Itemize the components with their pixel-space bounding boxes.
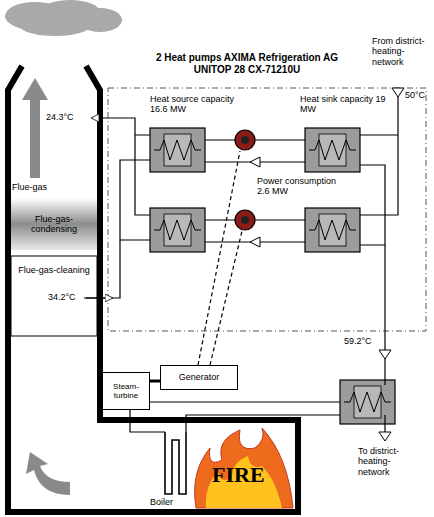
node-text: Flue-gas-cleaning bbox=[18, 265, 90, 275]
temperature: 50°C bbox=[405, 90, 425, 100]
part-label: Boiler bbox=[150, 497, 173, 507]
node-text: Generator bbox=[179, 372, 220, 382]
cleaning-area bbox=[11, 256, 97, 336]
district-heating-pipes bbox=[360, 96, 398, 215]
power-link bbox=[198, 151, 240, 365]
source-pipes bbox=[120, 160, 150, 240]
expansion-valve bbox=[250, 157, 260, 167]
flue-gas-arrow bbox=[22, 78, 48, 178]
heat-pump-region bbox=[108, 88, 426, 331]
exhaust-arrow bbox=[26, 452, 70, 495]
heat-exchanger bbox=[305, 208, 360, 252]
network-label: To district-heating-network bbox=[358, 446, 420, 477]
source-pipes bbox=[135, 135, 150, 215]
heat-exchanger bbox=[150, 208, 205, 252]
district-heating-pipes bbox=[360, 134, 398, 135]
heat-exchanger bbox=[150, 128, 395, 424]
district-heating-pipes bbox=[360, 96, 398, 432]
fire-flame bbox=[195, 428, 293, 508]
chimney-wall bbox=[8, 66, 298, 512]
flow-triangle bbox=[392, 88, 404, 97]
steam-pipes bbox=[150, 401, 340, 402]
power-link bbox=[210, 231, 242, 365]
exhaust-arrow bbox=[26, 452, 70, 495]
capacity-label: Heat source capacity 16.6 MW bbox=[150, 94, 250, 115]
compressor bbox=[235, 130, 255, 230]
smoke-cloud bbox=[5, 0, 122, 36]
compressor bbox=[241, 136, 249, 144]
smoke-cloud bbox=[20, 16, 90, 36]
flow-triangle bbox=[379, 432, 391, 441]
heat-pump-region bbox=[108, 88, 426, 331]
fire-flame bbox=[206, 456, 282, 508]
compressor bbox=[235, 130, 255, 150]
diagram-title: 2 Heat pumps AXIMA Refrigeration AG UNIT… bbox=[138, 52, 356, 75]
power-label: Power consumption 2.6 MW bbox=[257, 176, 343, 197]
temperature: 59.2°C bbox=[344, 336, 372, 346]
boiler-coil bbox=[165, 432, 186, 494]
boiler-coil bbox=[165, 432, 186, 494]
source-pipes bbox=[84, 118, 150, 298]
heat-exchanger bbox=[305, 128, 360, 172]
chimney-wall bbox=[8, 66, 298, 512]
district-heating-pipes bbox=[384, 415, 385, 432]
temperature: 34.2°C bbox=[48, 292, 76, 302]
source-pipes bbox=[92, 118, 135, 135]
source-pipes bbox=[86, 297, 112, 298]
district-heating-pipes bbox=[384, 358, 385, 385]
network-label: From district-heating-network bbox=[372, 36, 432, 67]
district-heating-pipes bbox=[360, 165, 385, 245]
generator-box: Generator bbox=[160, 365, 238, 390]
condensing-band-fill bbox=[11, 198, 97, 250]
condensing-band: Flue-gas-condensing bbox=[11, 198, 97, 250]
fire-flame bbox=[195, 428, 293, 508]
flow-label: Flue-gas bbox=[12, 182, 47, 192]
heat-exchanger bbox=[340, 380, 395, 424]
heat-pump-pipes bbox=[205, 140, 305, 242]
shaft-connector bbox=[150, 380, 160, 383]
node-text: Flue-gas-condensing bbox=[13, 214, 95, 235]
expansion-valve bbox=[250, 237, 260, 247]
temperature: 24.3°C bbox=[46, 112, 74, 122]
node-text: Steam-turbine bbox=[105, 382, 147, 400]
flue-gas-arrow bbox=[22, 78, 48, 178]
heat-exchanger bbox=[150, 128, 205, 172]
cleaning-box: Flue-gas-cleaning bbox=[11, 256, 97, 284]
expansion-valve bbox=[250, 157, 260, 247]
cleaning-area bbox=[11, 256, 97, 336]
compressor bbox=[235, 210, 255, 230]
condensing-band-fill bbox=[11, 198, 97, 250]
compressor bbox=[241, 216, 249, 224]
steam-pipes bbox=[130, 402, 340, 432]
turbine-box: Steam-turbine bbox=[102, 372, 150, 410]
flow-triangle bbox=[379, 350, 391, 359]
power-link bbox=[198, 151, 242, 365]
flow-triangle bbox=[379, 88, 404, 441]
capacity-label: Heat sink capacity 19 MW bbox=[300, 94, 400, 115]
steam-pipes bbox=[130, 410, 165, 432]
district-heating-pipes bbox=[384, 245, 385, 350]
fire-label: FIRE bbox=[212, 462, 265, 487]
